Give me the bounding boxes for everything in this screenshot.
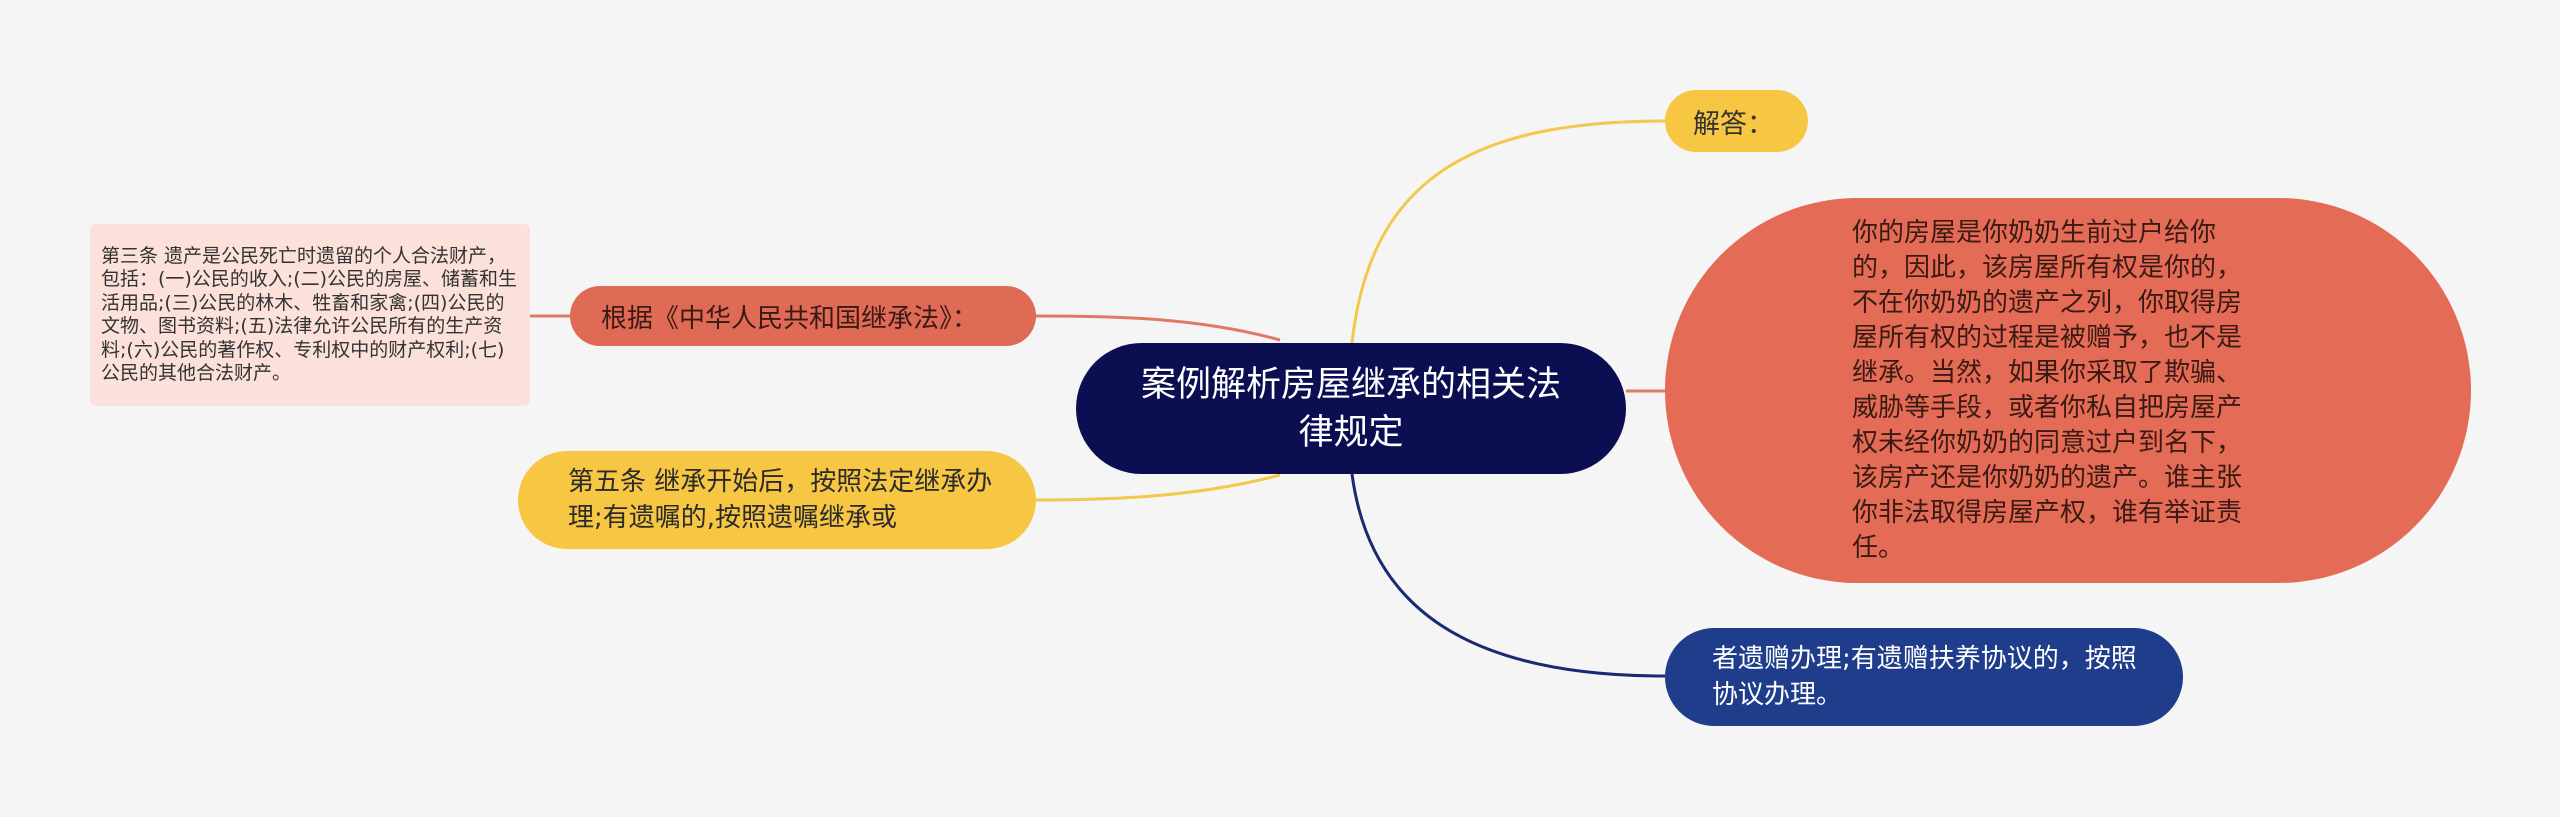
article-five-text: 第五条 继承开始后，按照法定继承办理;有遗嘱的,按照遗嘱继承或 — [568, 467, 993, 533]
connector-center-answer — [1350, 119, 1666, 344]
central-topic-label: 案例解析房屋继承的相关法律规定 — [1140, 364, 1561, 453]
answer-detail-text: 你的房屋是你奶奶生前过户给你的，因此，该房屋所有权是你的，不在你奶奶的遗产之列，… — [1852, 217, 2243, 563]
connector-center-article5 — [1035, 473, 1281, 502]
bequest-handling-text: 者遗赠办理;有遗赠扶养协议的，按照协议办理。 — [1712, 644, 2137, 710]
inheritance-law-text: 根据《中华人民共和国继承法》： — [601, 303, 979, 334]
article-three-note[interactable]: 第三条 遗产是公民死亡时遗留的个人合法财产，包括：(一)公民的收入;(二)公民的… — [90, 224, 530, 406]
answer-label-node[interactable]: 解答： — [1665, 90, 1808, 152]
article-five-node[interactable]: 第五条 继承开始后，按照法定继承办理;有遗嘱的,按照遗嘱继承或 — [518, 451, 1036, 549]
bequest-handling-node[interactable]: 者遗赠办理;有遗赠扶养协议的，按照协议办理。 — [1665, 628, 2183, 726]
inheritance-law-node[interactable]: 根据《中华人民共和国继承法》： — [570, 286, 1036, 346]
connector-center-heir — [1350, 473, 1666, 678]
article-three-text: 第三条 遗产是公民死亡时遗留的个人合法财产，包括：(一)公民的收入;(二)公民的… — [101, 244, 518, 385]
answer-detail-node[interactable]: 你的房屋是你奶奶生前过户给你的，因此，该房屋所有权是你的，不在你奶奶的遗产之列，… — [1665, 198, 2471, 583]
central-topic[interactable]: 案例解析房屋继承的相关法律规定 — [1076, 343, 1626, 474]
connector-center-basis — [1035, 314, 1281, 342]
answer-label-text: 解答： — [1693, 108, 1774, 140]
